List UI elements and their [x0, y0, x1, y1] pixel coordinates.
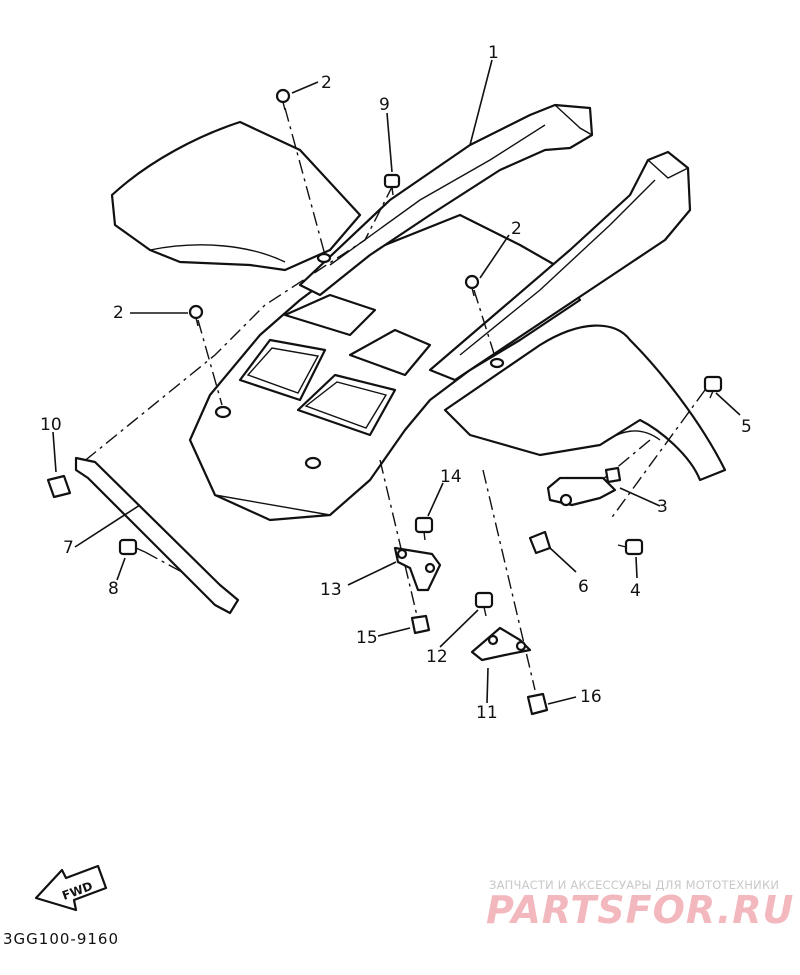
- label-part-3: 3: [657, 497, 668, 517]
- brackets: [74, 456, 622, 662]
- screw-2-left: [188, 304, 204, 327]
- screw-2-right: [464, 274, 480, 297]
- label-part-8: 8: [108, 579, 119, 599]
- fwd-arrow-icon: FWD: [34, 864, 108, 912]
- label-part-15: 15: [356, 628, 378, 648]
- hardware: [46, 88, 723, 716]
- label-part-7: 7: [63, 538, 74, 558]
- bolt-12: [474, 591, 494, 617]
- watermark-brand: PARTSFOR.RU: [486, 888, 795, 932]
- label-part-6: 6: [578, 577, 589, 597]
- label-part-4: 4: [630, 581, 641, 601]
- label-part-13: 13: [320, 580, 342, 600]
- label-part-12: 12: [426, 647, 448, 667]
- nut-10: [46, 474, 72, 499]
- label-part-11: 11: [476, 703, 498, 723]
- rear-fender: [110, 103, 727, 522]
- label-part-14: 14: [440, 467, 462, 487]
- nut-15: [410, 614, 431, 635]
- nut-16: [526, 692, 549, 716]
- label-part-1: 1: [488, 43, 499, 63]
- bolt-5: [703, 375, 723, 399]
- label-part-2-right: 2: [511, 219, 522, 239]
- label-part-2-top: 2: [321, 73, 332, 93]
- watermark-caption: ЗАПЧАСТИ И АКСЕССУАРЫ ДЛЯ МОТОТЕХНИКИ: [489, 878, 780, 892]
- nut-6: [528, 530, 552, 555]
- screw-2-top: [275, 88, 291, 111]
- diagram-code: 3GG100-9160: [3, 930, 120, 948]
- bolt-14: [414, 516, 434, 541]
- bolt-4: [617, 538, 644, 556]
- label-part-5: 5: [741, 417, 752, 437]
- part-labels: 1 2 9 2 2 10 5 14 3 7 8 13 6 4 15 12 16 …: [40, 43, 752, 723]
- label-part-16: 16: [580, 687, 602, 707]
- screw-9: [383, 173, 401, 196]
- leader-lines: [52, 59, 741, 705]
- label-part-9: 9: [379, 95, 390, 115]
- bolt-8: [118, 538, 146, 556]
- label-part-10: 10: [40, 415, 62, 435]
- label-part-2-left: 2: [113, 303, 124, 323]
